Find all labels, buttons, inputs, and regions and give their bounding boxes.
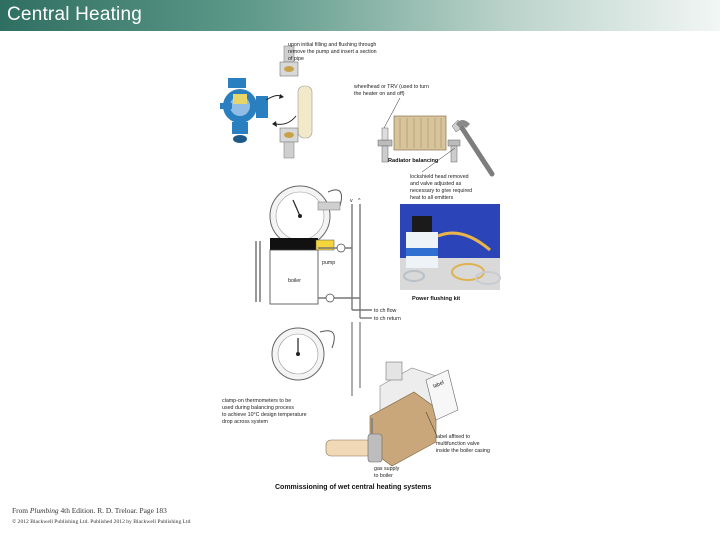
upper-thermometer: [269, 185, 342, 247]
pipe-section: [265, 45, 313, 159]
lockshield-note-line-4: heat to all emitters: [410, 195, 454, 201]
slide-title: Central Heating: [7, 4, 143, 25]
label-note-line-3: inside the boiler casing: [436, 448, 490, 454]
clamp-note-line-3: to achieve 10°C design temperature: [222, 412, 307, 418]
return-label: to ch return: [374, 316, 401, 322]
pump-note-line-3: of pipe: [288, 56, 304, 62]
clamp-note-line-4: drop across system: [222, 419, 269, 425]
copyright-notice: © 2012 Blackwell Publishing Ltd. Publish…: [12, 519, 191, 525]
radiator: [377, 115, 463, 163]
source-book-title: Plumbing: [29, 506, 59, 515]
wheelhead-note-line-2: the heater on and off): [354, 91, 405, 97]
header-bar: Central Heating: [0, 0, 720, 31]
lockshield-note-line-3: necessary to give required: [410, 188, 472, 194]
gas-valve-assembly: label: [325, 361, 459, 467]
pump-note-line-1: upon initial filling and flushing throug…: [288, 42, 376, 48]
figure-caption: Commissioning of wet central heating sys…: [275, 484, 432, 491]
svg-text:v: v: [350, 198, 353, 204]
power-flushing-kit-photo: [400, 204, 501, 290]
circulating-pump: [220, 78, 268, 143]
source-prefix: From: [12, 506, 30, 515]
svg-text:label: label: [432, 380, 445, 390]
lockshield-note-line-1: lockshield head removed: [410, 174, 469, 180]
system-pipework: v ^: [318, 198, 372, 319]
pump-note-line-2: remove the pump and insert a section: [288, 49, 377, 55]
spanner: [456, 120, 495, 177]
clamp-note-line-2: used during balancing process: [222, 405, 294, 411]
source-citation: From Plumbing 4th Edition. R. D. Treloar…: [12, 506, 167, 515]
boiler-label: boiler: [288, 278, 301, 284]
pump-label: pump: [322, 260, 335, 266]
boiler-unit: boiler: [255, 238, 335, 305]
gas-supply-line-2: to boiler: [374, 473, 393, 479]
wheelhead-note-line-1: wheelhead or TRV (used to turn: [354, 84, 429, 90]
clamp-note-line-1: clamp-on thermometers to be: [222, 398, 291, 404]
gas-supply-line-1: gas supply: [374, 466, 400, 472]
flow-label: to ch flow: [374, 308, 397, 314]
radiator-balancing-label: Radiator balancing: [388, 158, 439, 164]
power-flushing-kit-label: Power flushing kit: [412, 296, 460, 302]
label-note-line-1: label affixed to: [436, 434, 470, 440]
svg-text:^: ^: [358, 198, 361, 204]
lower-thermometer: [271, 322, 361, 396]
label-note-line-2: multifunction valve: [436, 441, 480, 447]
central-heating-figure: upon initial filling and flushing throug…: [220, 42, 501, 479]
lockshield-note-line-2: and valve adjusted as: [410, 181, 462, 187]
source-details: 4th Edition. R. D. Treloar. Page 183: [58, 506, 167, 515]
